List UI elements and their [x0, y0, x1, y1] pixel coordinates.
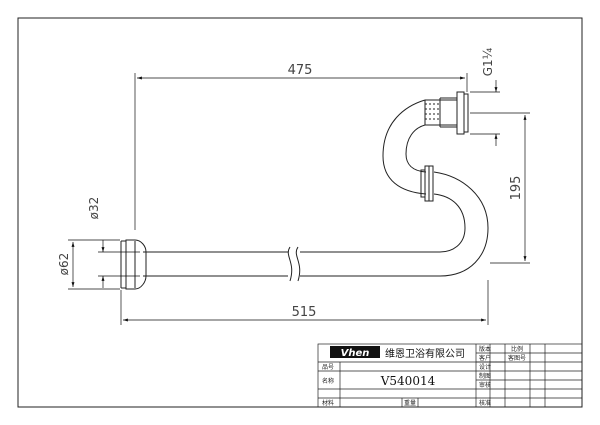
label-weight: 重量 — [404, 399, 416, 407]
company-logo: Vhen — [341, 348, 370, 359]
logo-box — [330, 346, 380, 358]
label-check: 审核 — [479, 381, 491, 389]
label-drawing: 制图 — [479, 372, 491, 380]
dim-475: 475 — [288, 63, 313, 78]
left-flange — [120, 239, 147, 290]
label-item-no: 品号 — [322, 364, 334, 371]
s-trap-pipe — [143, 99, 489, 282]
label-customer: 客户 — [479, 354, 491, 362]
label-design: 设计 — [479, 363, 491, 371]
label-name: 名称 — [322, 377, 334, 385]
label-customer-model: 客图号 — [508, 354, 526, 362]
label-scale: 比例 — [511, 345, 523, 353]
break-mark — [287, 246, 293, 282]
title-block — [317, 343, 583, 408]
label-material: 材料 — [322, 399, 334, 407]
dim-pipe-diameter: ø32 — [87, 197, 101, 220]
dim-195: 195 — [509, 176, 524, 201]
label-approve: 核准 — [479, 399, 491, 407]
dimension-lines — [68, 73, 530, 325]
dim-515: 515 — [292, 305, 317, 320]
dim-thread: G1¼ — [481, 47, 495, 76]
company-name: 维恩卫浴有限公司 — [385, 347, 465, 360]
dim-flange-diameter: ø62 — [57, 253, 71, 276]
label-version: 版本 — [479, 345, 491, 353]
part-number: V540014 — [380, 374, 436, 388]
drawing-frame — [17, 17, 583, 408]
upper-outlet — [424, 91, 469, 135]
middle-coupling — [420, 165, 434, 202]
